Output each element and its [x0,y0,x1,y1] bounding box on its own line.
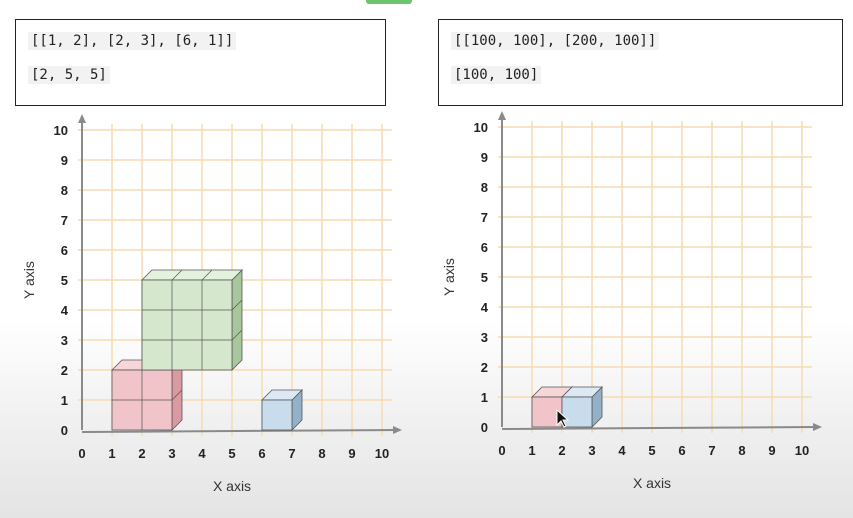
blue-box [561,386,603,428]
x-tick-label: 5 [228,446,235,461]
y-tick-label: 9 [61,153,68,168]
x-axis-line [81,429,397,433]
box-top-face [141,269,243,281]
y-tick-label: 0 [481,420,488,435]
box-cell-line [171,269,183,281]
y-axis-label: Y axis [441,258,457,296]
y-tick-label: 3 [61,333,68,348]
x-tick-label: 4 [618,443,626,458]
box-front-face [141,279,233,371]
x-tick-label: 3 [588,443,595,458]
x-tick-label: 0 [78,446,85,461]
x-axis-label: X axis [213,478,251,494]
x-tick-label: 7 [708,443,715,458]
y-tick-label: 10 [54,123,68,138]
x-axis-arrow-icon [813,423,822,431]
x-tick-label: 1 [108,446,115,461]
y-tick-label: 1 [61,393,68,408]
x-tick-label: 4 [198,446,206,461]
x-tick-label: 9 [768,443,775,458]
x-tick-label: 1 [528,443,535,458]
y-tick-label: 0 [61,423,68,438]
x-tick-label: 2 [138,446,145,461]
y-tick-label: 9 [481,150,488,165]
y-axis-arrow-icon [498,111,506,120]
y-tick-label: 2 [61,363,68,378]
y-tick-label: 5 [61,273,68,288]
x-tick-label: 7 [288,446,295,461]
x-axis-label: X axis [633,475,671,491]
x-tick-label: 10 [375,446,389,461]
x-tick-label: 6 [678,443,685,458]
y-tick-label: 6 [481,240,488,255]
y-tick-label: 7 [61,213,68,228]
y-tick-label: 8 [481,180,488,195]
code-line-1: [[1, 2], [2, 3], [6, 1]] [28,32,237,50]
y-tick-label: 1 [481,390,488,405]
mouse-cursor-icon [556,408,570,428]
box-cell-line [231,299,243,311]
code-box-left: [[1, 2], [2, 3], [6, 1]] [2, 5, 5] [15,19,386,106]
x-tick-label: 6 [258,446,265,461]
box-cell-line [231,329,243,341]
x-tick-label: 2 [558,443,565,458]
x-tick-label: 3 [168,446,175,461]
green-box [141,269,243,371]
x-tick-label: 0 [498,443,505,458]
pink-box [111,359,183,431]
y-tick-label: 7 [481,210,488,225]
y-tick-label: 5 [481,270,488,285]
x-tick-label: 5 [648,443,655,458]
y-tick-label: 3 [481,330,488,345]
x-tick-label: 8 [738,443,745,458]
y-tick-label: 10 [474,120,488,135]
y-tick-label: 2 [481,360,488,375]
y-axis-label: Y axis [21,261,37,299]
blue-box [261,389,303,431]
y-tick-label: 4 [61,303,69,318]
y-tick-label: 4 [481,300,489,315]
coordinate-plot-right: 00 1 1 2 2 3 3 4 4 5 5 6 6 7 7 8 8 9 9 10 10 X axis Y axis [441,111,822,491]
code-line-2: [100, 100] [451,66,542,84]
code-box-right: [[100, 100], [200, 100]] [100, 100] [438,19,843,106]
code-line-1: [[100, 100], [200, 100]] [451,32,660,50]
box-side-face [231,269,243,371]
y-tick-label: 6 [61,243,68,258]
box-front-face [261,399,293,431]
y-tick-label: 8 [61,183,68,198]
x-tick-label: 10 [795,443,809,458]
box-cell-line [171,389,183,401]
box-front-face [561,396,593,428]
x-tick-label: 9 [348,446,355,461]
top-tab-indicator [366,0,412,4]
x-axis-line [501,426,817,430]
code-line-2: [2, 5, 5] [28,66,110,84]
x-tick-label: 8 [318,446,325,461]
box-cell-line [201,269,213,281]
y-axis-arrow-icon [78,114,86,123]
coordinate-plot-left: 00 1 1 2 2 3 3 4 4 5 5 6 6 7 7 8 8 9 9 10 10 X axis Y axis [21,114,402,494]
x-axis-arrow-icon [393,426,402,434]
